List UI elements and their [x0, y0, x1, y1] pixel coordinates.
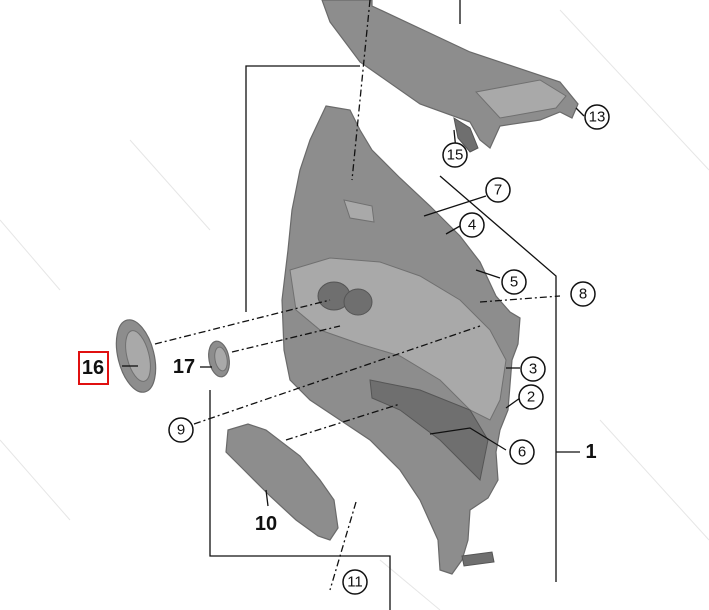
callout-2: 2: [518, 384, 544, 410]
highlight-box: [78, 351, 109, 385]
callout-13-text: 13: [589, 109, 606, 126]
callout-3-text: 3: [529, 361, 537, 378]
callout-11-text: 11: [347, 574, 363, 591]
label-1: 1: [585, 441, 596, 463]
label-16-highlighted[interactable]: 16: [78, 351, 109, 385]
top-shelf-part: [321, 0, 579, 153]
callout-9-text: 9: [177, 422, 185, 439]
door-trim-panel: [281, 105, 521, 575]
callout-5-text: 5: [510, 274, 518, 291]
dashed-leaders: [154, 0, 561, 591]
callout-3: 3: [520, 356, 546, 382]
armrest-part: [225, 423, 339, 541]
callout-8: 8: [570, 281, 596, 307]
label-16: 16: [82, 357, 104, 379]
callout-4: 4: [459, 212, 485, 238]
callout-5: 5: [501, 269, 527, 295]
callout-8-text: 8: [579, 286, 587, 303]
label-17: 17: [173, 356, 195, 378]
speaker-cover-part: [115, 319, 157, 393]
callout-15-text: 15: [447, 147, 464, 164]
callout-6: 6: [509, 439, 535, 465]
callout-7: 7: [485, 177, 511, 203]
bracket-lines: [209, 0, 580, 610]
callout-9: 9: [168, 417, 194, 443]
watermark: [0, 9, 709, 610]
callout-15: 15: [442, 142, 468, 168]
callout-2-text: 2: [527, 389, 535, 406]
callout-6-text: 6: [518, 444, 526, 461]
callout-11: 11: [342, 569, 368, 595]
callout-4-text: 4: [468, 217, 476, 234]
label-10: 10: [255, 513, 277, 535]
callout-7-text: 7: [494, 182, 502, 199]
callout-13: 13: [584, 104, 610, 130]
small-speaker-part: [208, 340, 230, 378]
